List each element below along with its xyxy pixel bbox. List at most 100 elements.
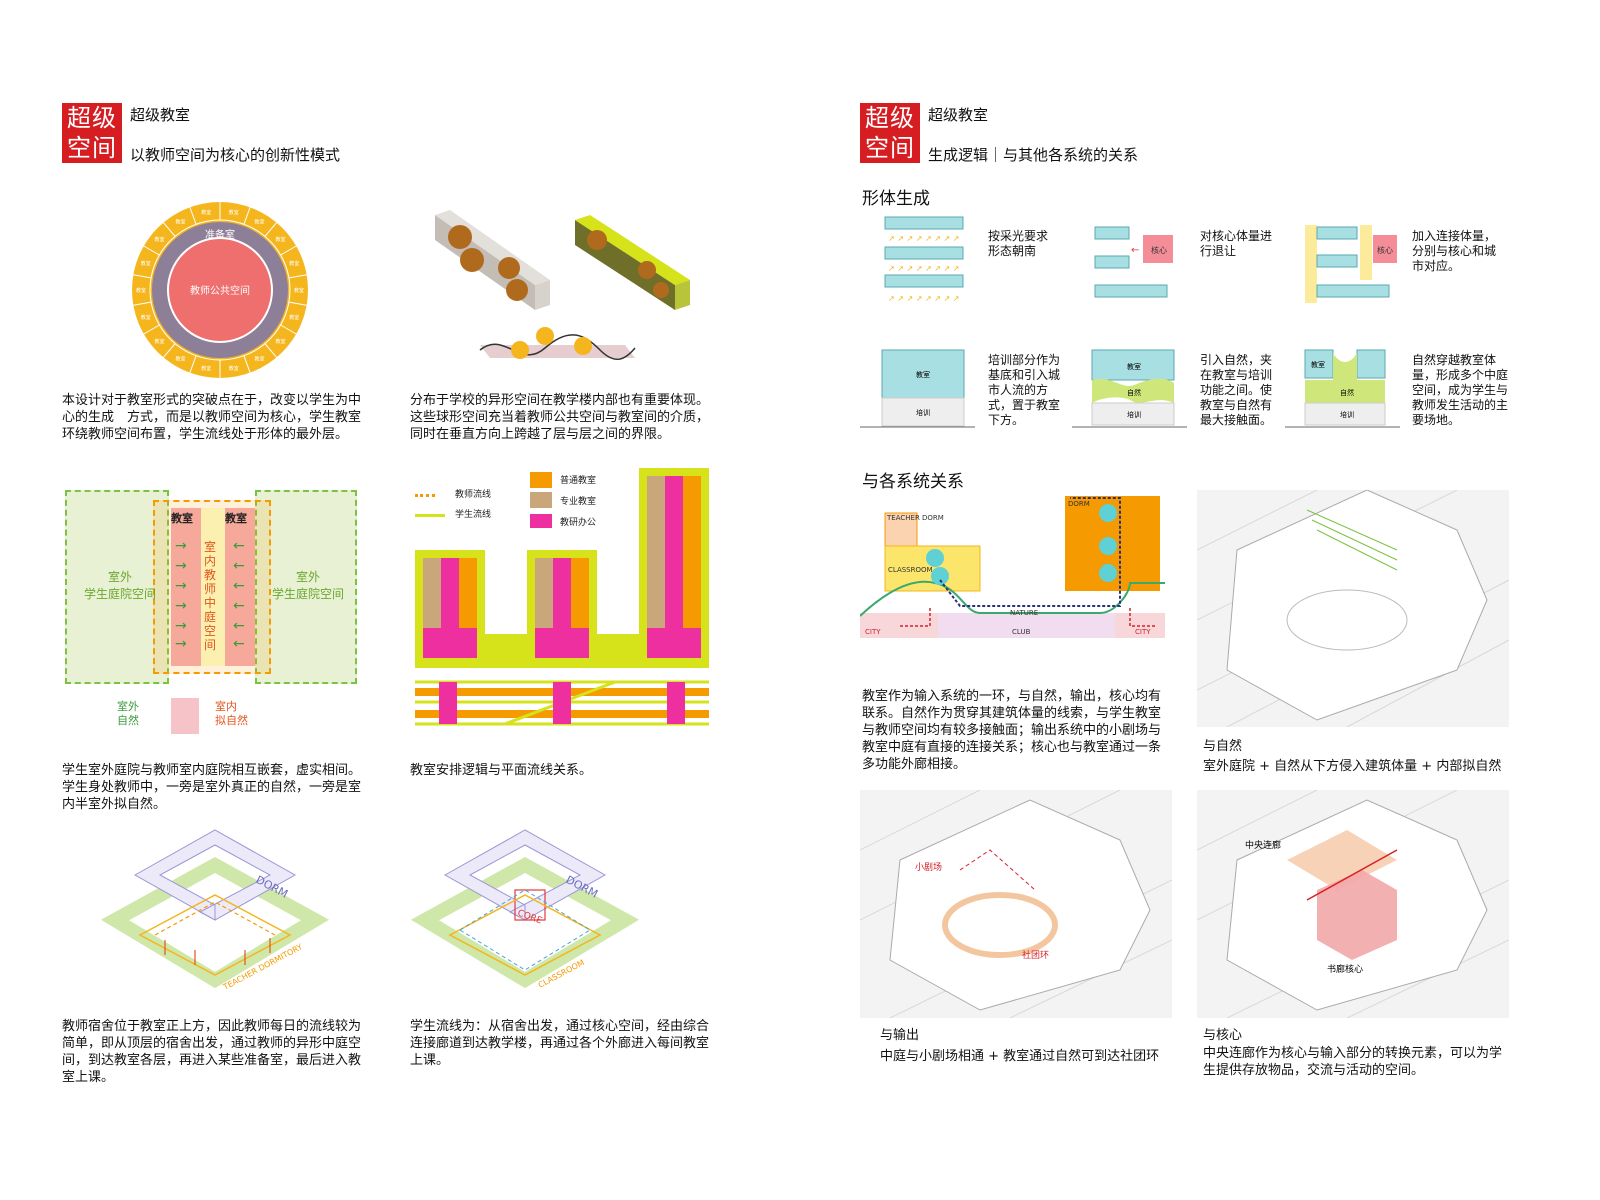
sphere <box>498 257 520 279</box>
legend-outdoor: 室外 自然 <box>117 700 139 727</box>
step-5-bottom: 培训 <box>1127 410 1141 419</box>
legend-indoor: 室内 拟自然 <box>215 700 248 727</box>
svg-text:→: → <box>175 618 187 634</box>
output-label-theatre: 小剧场 <box>915 862 942 873</box>
step-4-bottom: 培训 <box>916 408 930 417</box>
outer-cell-label: 教室 <box>294 287 304 294</box>
step-6-diagram: 教室 自然 培训 <box>1285 349 1400 428</box>
system-desc: 教室作为输入系统的一环，与自然，输出，核心均有联系。自然作为贯穿其建筑体量的线索… <box>862 689 1162 772</box>
svg-text:→: → <box>175 578 187 594</box>
legend-office: 教研办公 <box>560 518 597 528</box>
step-6-top: 教室 <box>1311 360 1325 369</box>
system-dorm: DORM <box>1068 500 1090 508</box>
courtyard-indoor: 室内教师中庭空间 <box>204 540 217 652</box>
teacher-dorm-iso-diagram: DORM TEACHER DORMITORY <box>100 829 330 992</box>
ring-spoke <box>143 324 160 335</box>
svg-text:←: ← <box>233 540 245 554</box>
step-3-diagram: 核心 <box>1305 225 1397 303</box>
ring-spoke <box>189 355 197 373</box>
courtyard-outdoor-left: 室外 学生庭院空间 <box>83 570 156 601</box>
section-system-relation: 与各系统关系 <box>862 472 964 492</box>
svg-text:↗ ↗ ↗ ↗ ↗ ↗ ↗ ↗: ↗ ↗ ↗ ↗ ↗ ↗ ↗ ↗ <box>888 234 959 243</box>
outer-cell-label: 教室 <box>154 338 164 345</box>
section-badge-right: 超级空间 <box>860 103 920 163</box>
ring-spoke <box>243 207 251 225</box>
svg-text:←: ← <box>233 558 245 574</box>
courtyard-outdoor-right: 室外 学生庭院空间 <box>271 570 344 601</box>
svg-text:↗ ↗ ↗ ↗ ↗ ↗ ↗ ↗: ↗ ↗ ↗ ↗ ↗ ↗ ↗ ↗ <box>888 294 959 303</box>
core-label: 教师公共空间 <box>190 284 250 297</box>
left-desc-2: 分布于学校的异形空间在教学楼内部也有重要体现。这些球形空间充当着教师公共空间与教… <box>410 393 710 442</box>
core-title: 与核心 <box>1203 1028 1243 1043</box>
nature-render <box>1197 490 1509 727</box>
ring-spoke <box>280 324 297 335</box>
ring-spoke <box>133 301 152 306</box>
svg-text:←: ← <box>233 636 245 650</box>
output-render: 小剧场 社团环 <box>860 790 1172 1018</box>
legend-normal: 普通教室 <box>560 476 597 486</box>
step-1-diagram: ↗ ↗ ↗ ↗ ↗ ↗ ↗ ↗↗ ↗ ↗ ↗ ↗ ↗ ↗ ↗↗ ↗ ↗ ↗ ↗ … <box>884 216 964 303</box>
svg-text:→: → <box>175 558 187 574</box>
core-label-corridor: 中央连廊 <box>1245 839 1281 851</box>
svg-text:→: → <box>175 636 187 650</box>
outer-cell-label: 教室 <box>229 365 239 372</box>
svg-text:←: ← <box>233 578 245 594</box>
ring-spoke <box>163 343 176 358</box>
legend-special: 专业教室 <box>560 497 597 507</box>
left-subtitle: 以教师空间为核心的创新性模式 <box>130 146 341 164</box>
ring-spoke <box>189 207 197 225</box>
step-2-core: 核心 <box>1151 245 1167 255</box>
courtyard-classroom-left: 教室 <box>171 512 193 525</box>
ring-spoke <box>163 222 176 237</box>
outer-cell-label: 教室 <box>254 219 264 226</box>
system-relation-diagram: TEACHER DORM CLASSROOM DORM NATURE CLUB … <box>860 496 1165 638</box>
sphere-space-diagram <box>435 210 690 360</box>
step-1-text: 按采光要求 形态朝南 <box>988 229 1049 258</box>
legend-teacher-flow: 教师流线 <box>455 490 492 500</box>
ring-spoke <box>288 301 307 306</box>
ring-spoke <box>280 245 297 256</box>
ring-spoke <box>143 245 160 256</box>
outer-cell-label: 教室 <box>276 338 286 345</box>
outer-cell-label: 教室 <box>289 314 299 321</box>
left-desc-1: 本设计对于教室形式的突破点在于，改变以学生为中心的生成 方式，而是以教师空间为核… <box>62 393 362 442</box>
core-desc: 中央连廊作为核心与输入部分的转换元素，可以为学生提供存放物品，交流与活动的空间。 <box>1203 1046 1503 1078</box>
right-title: 超级教室 <box>928 106 989 124</box>
system-city-left: CITY <box>865 628 881 636</box>
output-label-club: 社团环 <box>1022 949 1049 961</box>
left-desc-5: 教师宿舍位于教室正上方，因此教师每日的流线较为简单，即从顶层的宿舍出发，通过教师… <box>62 1019 362 1085</box>
step-5-top: 教室 <box>1127 362 1141 371</box>
outer-cell-label: 教室 <box>141 260 151 267</box>
left-desc-3: 学生室外庭院与教师室内庭院相互嵌套，虚实相间。学生身处教师中，一旁是室外真正的自… <box>62 763 362 812</box>
nature-desc: 室外庭院 + 自然从下方侵入建筑体量 + 内部拟自然 <box>1203 759 1502 774</box>
svg-text:→: → <box>175 540 187 554</box>
outer-cell-label: 教室 <box>175 355 185 362</box>
output-title: 与输出 <box>880 1028 920 1043</box>
svg-text:←: ← <box>233 618 245 634</box>
output-desc: 中庭与小剧场相通 + 教室通过自然可到达社团环 <box>880 1049 1160 1064</box>
sphere <box>460 248 484 272</box>
nature-title: 与自然 <box>1203 739 1243 754</box>
section-form-generation: 形体生成 <box>862 189 930 209</box>
outer-cell-label: 教室 <box>141 314 151 321</box>
step-5-mid: 自然 <box>1127 388 1141 397</box>
outer-cell-label: 教室 <box>175 219 185 226</box>
legend-swatch <box>171 698 199 734</box>
sphere <box>448 225 472 249</box>
core-label-book: 书廊核心 <box>1327 963 1363 975</box>
step-4-top: 教室 <box>916 370 930 379</box>
courtyard-diagram: 室外 学生庭院空间 室外 学生庭院空间 教室 教室 室内教师中庭空间 → → → → →… <box>65 490 357 735</box>
svg-text:→: → <box>175 598 187 614</box>
step-2-text: 对核心体量进 行退让 <box>1200 229 1273 258</box>
outer-cell-label: 教室 <box>201 365 211 372</box>
step-5-diagram: 教室 自然 培训 <box>1072 349 1187 428</box>
outer-cell-label: 教室 <box>254 355 264 362</box>
plan-diagram: 教师流线 学生流线 普通教室 专业教室 教研办公 <box>415 468 715 728</box>
outer-cell-label: 教室 <box>289 260 299 267</box>
system-teacher-dorm: TEACHER DORM <box>886 514 944 522</box>
step-5-text: 引入自然，夹 在教室与培训 功能之间。使 教室与自然有 最大接触面。 <box>1200 353 1273 427</box>
courtyard-classroom-right: 教室 <box>225 512 247 525</box>
ring-spoke <box>133 274 152 279</box>
ring-spoke <box>264 343 277 358</box>
system-club: CLUB <box>1012 628 1031 636</box>
